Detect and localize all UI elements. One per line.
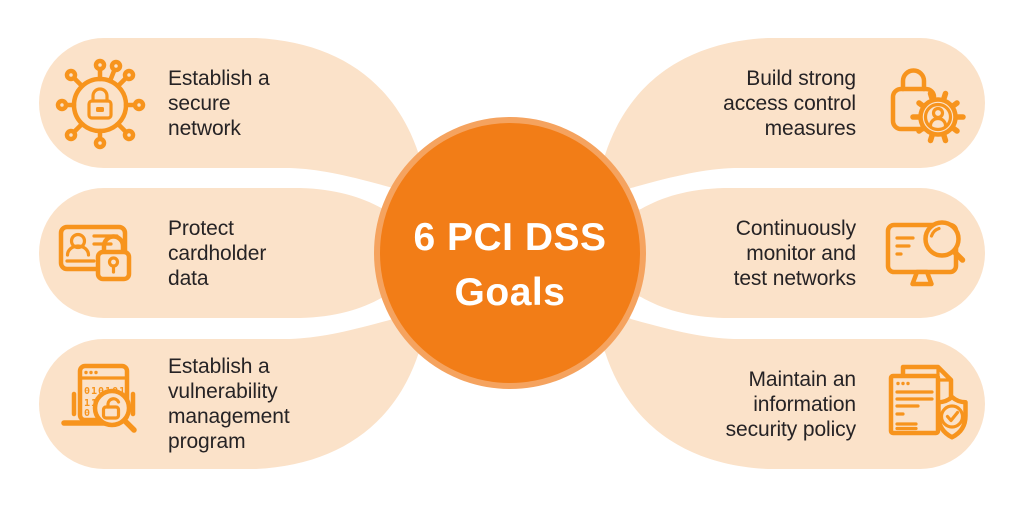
goal-secure-network: Establish a secure network bbox=[52, 38, 270, 168]
goal-security-policy: Maintain an information security policy bbox=[726, 339, 972, 469]
network-lock-icon bbox=[55, 58, 146, 150]
svg-text:11: 11 bbox=[84, 398, 98, 409]
lock-gear-user-icon bbox=[890, 68, 966, 144]
document-shield-check-icon bbox=[888, 364, 968, 440]
goal-access-control: Build strong access control measures bbox=[723, 38, 972, 168]
monitor-magnifier-icon bbox=[885, 220, 966, 287]
card-lock-icon bbox=[58, 224, 132, 282]
code-scan-lock-icon: 010101 11 0 bbox=[61, 363, 137, 433]
goal-label: Establish a secure network bbox=[168, 66, 270, 140]
goal-monitor-test: Continuously monitor and test networks bbox=[734, 188, 972, 318]
goal-label: Continuously monitor and test networks bbox=[733, 216, 857, 290]
goal-label: Maintain an information security policy bbox=[725, 367, 856, 441]
goal-vulnerability-program: 010101 11 0 Establish a vulnerability ma… bbox=[52, 339, 290, 469]
goal-label: Build strong access control measures bbox=[723, 66, 856, 140]
goal-cardholder-data: Protect cardholder data bbox=[52, 188, 266, 318]
blob-top-left bbox=[39, 38, 512, 253]
center-title: 6 PCI DSS Goals bbox=[413, 215, 607, 314]
goal-label: Protect cardholder data bbox=[168, 216, 267, 290]
svg-text:0: 0 bbox=[84, 408, 91, 419]
center-circle bbox=[374, 117, 646, 389]
goal-label: Establish a vulnerability management pro… bbox=[168, 355, 290, 453]
